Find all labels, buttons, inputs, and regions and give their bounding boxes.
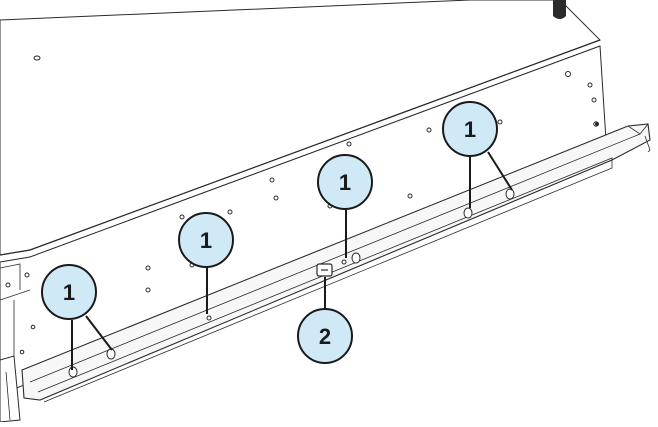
callout-1-front: 1 bbox=[41, 264, 97, 320]
callout-leaders bbox=[71, 151, 513, 370]
callout-label: 1 bbox=[200, 228, 212, 253]
callout-label: 1 bbox=[339, 170, 351, 195]
callout-2-release-tab: 2 bbox=[297, 308, 353, 364]
callout-1-mid-left: 1 bbox=[178, 212, 234, 268]
callout-label: 1 bbox=[464, 117, 476, 142]
rail-release-tab bbox=[316, 263, 333, 277]
callout-1-mid-right: 1 bbox=[317, 154, 373, 210]
callout-label: 1 bbox=[63, 280, 75, 305]
callout-label: 2 bbox=[319, 324, 331, 349]
callout-1-rear: 1 bbox=[442, 101, 498, 157]
